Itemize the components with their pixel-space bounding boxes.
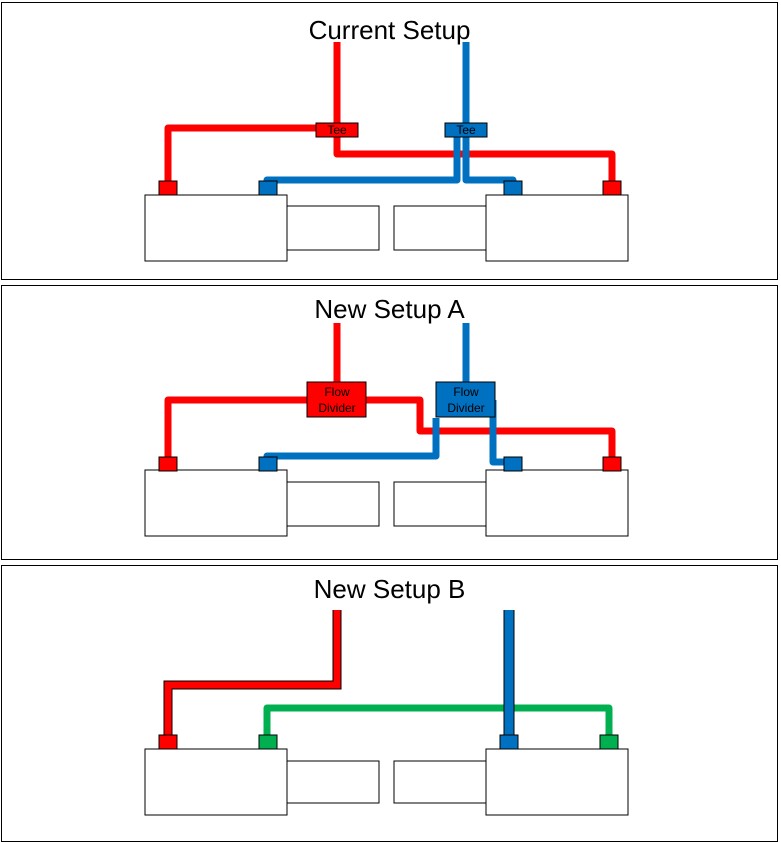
new-setup-a-diagram: Flow Divider Flow Divider <box>144 323 629 537</box>
green-port <box>599 734 619 750</box>
blue-flow-divider <box>435 381 496 418</box>
red-port <box>158 734 178 750</box>
right-middle-box <box>393 205 487 251</box>
left-middle-box <box>286 481 380 527</box>
panel-new-setup-b: New Setup B <box>1 565 778 842</box>
blue-pipe <box>263 42 517 184</box>
panel-new-setup-a: New Setup A <box>1 285 778 560</box>
panel-current-setup: Current Setup <box>1 2 778 280</box>
blue-tee <box>444 122 488 138</box>
green-port <box>258 734 278 750</box>
red-tee <box>315 122 359 138</box>
blue-port <box>503 456 523 472</box>
panel-title: Current Setup <box>308 15 471 45</box>
left-machine-box <box>144 469 288 537</box>
panel-title: New Setup A <box>314 294 465 324</box>
right-machine-box <box>485 469 629 537</box>
blue-port <box>258 180 278 196</box>
flow-divider-label: Flow <box>324 385 350 399</box>
green-pipe <box>263 704 613 735</box>
right-middle-box <box>393 481 487 527</box>
current-setup-diagram: Tee Tee <box>144 42 629 262</box>
right-machine-box <box>485 748 629 816</box>
tee-label: Tee <box>327 123 347 137</box>
red-port <box>158 180 178 196</box>
red-pipe <box>163 610 342 737</box>
tee-label: Tee <box>456 123 476 137</box>
red-port <box>158 456 178 472</box>
red-pipe <box>164 42 616 183</box>
blue-port <box>499 734 519 750</box>
flow-divider-label: Flow <box>453 385 479 399</box>
red-flow-divider <box>306 381 367 418</box>
flow-divider-label: Divider <box>318 401 355 415</box>
left-middle-box <box>286 760 380 804</box>
red-port <box>602 456 622 472</box>
blue-port <box>258 456 278 472</box>
red-pipe <box>164 323 616 458</box>
panel-title: New Setup B <box>313 574 466 604</box>
left-machine-box <box>144 748 288 816</box>
right-machine-box <box>485 194 629 262</box>
left-machine-box <box>144 194 288 262</box>
left-middle-box <box>286 205 380 251</box>
right-middle-box <box>393 760 487 804</box>
red-port <box>602 180 622 196</box>
new-setup-b-diagram <box>144 610 629 816</box>
flow-divider-label: Divider <box>447 401 484 415</box>
blue-port <box>503 180 523 196</box>
